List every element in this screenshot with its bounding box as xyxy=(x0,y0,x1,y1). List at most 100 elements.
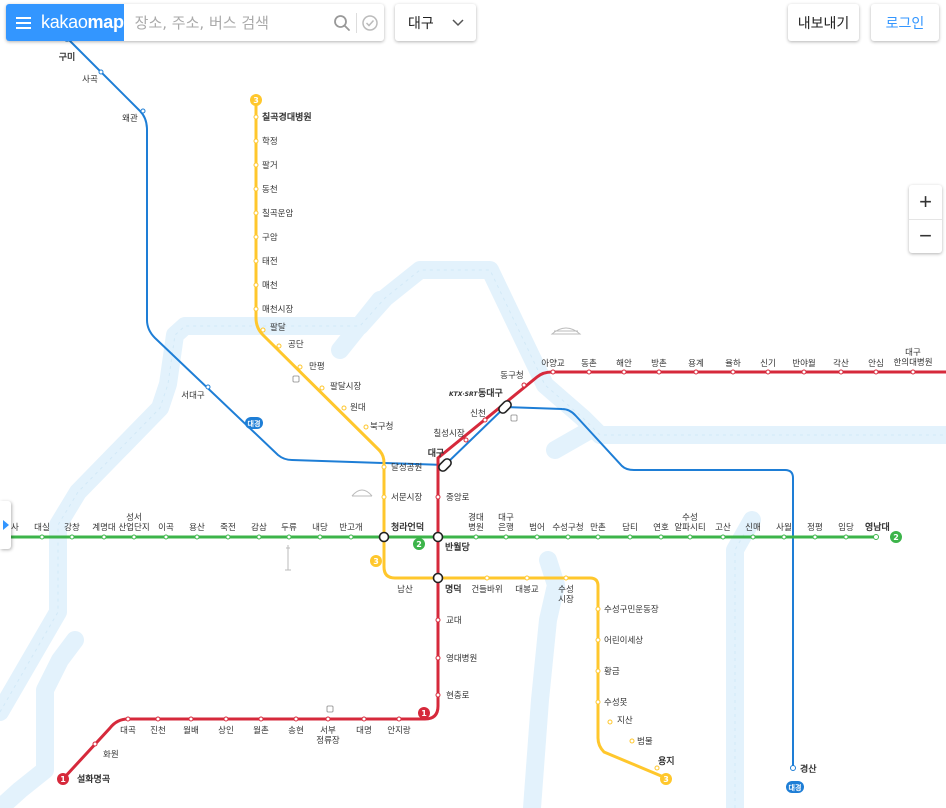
station-dot-hakjeong[interactable] xyxy=(253,138,259,144)
station-dot-yeungnam[interactable] xyxy=(873,534,879,540)
station-dot-gongdan[interactable] xyxy=(276,343,282,349)
station-label-dongchon[interactable]: 동촌 xyxy=(581,359,597,369)
station-label-banwoldang[interactable]: 반월당 xyxy=(445,541,471,553)
station-label-gumi[interactable]: 구미 xyxy=(59,51,76,63)
station-dot-duryu[interactable] xyxy=(286,534,292,540)
side-panel-toggle[interactable] xyxy=(0,501,11,549)
station-dot-gamsam[interactable] xyxy=(256,534,262,540)
kakaomap-logo[interactable]: kakaomap xyxy=(41,12,124,33)
station-dot-jukjeon[interactable] xyxy=(225,534,231,540)
station-label-guam[interactable]: 구암 xyxy=(262,232,278,243)
station-dot-gyeongsan[interactable] xyxy=(790,765,796,771)
transfer-station-myeongdeok[interactable] xyxy=(432,572,444,584)
station-dot-ayanggyo[interactable] xyxy=(550,369,556,375)
station-dot-yonggye[interactable] xyxy=(693,369,699,375)
station-dot-jeongpyeong[interactable] xyxy=(812,534,818,540)
station-dot-igok[interactable] xyxy=(163,534,169,540)
station-label-yeongdaehospital[interactable]: 영대병원 xyxy=(446,653,477,664)
station-dot-wondae[interactable] xyxy=(341,405,347,411)
station-label-paldalsijang[interactable]: 팔달시장 xyxy=(330,381,361,392)
station-dot-daeguBank[interactable] xyxy=(503,534,509,540)
station-label-gyemyung[interactable]: 계명대 xyxy=(92,522,115,533)
login-button[interactable]: 로그인 xyxy=(871,4,939,41)
station-label-seolhwa[interactable]: 설화명곡 xyxy=(77,773,110,785)
station-label-dalseong[interactable]: 달성공원 xyxy=(391,462,422,473)
station-label-hwawon[interactable]: 화원 xyxy=(103,750,119,760)
station-label-naedang[interactable]: 내당 xyxy=(312,522,328,533)
station-label-bangogae[interactable]: 반고개 xyxy=(339,522,362,533)
station-label-myeongdeok[interactable]: 명덕 xyxy=(445,583,462,595)
station-dot-seobu[interactable] xyxy=(325,716,331,722)
station-label-seomun[interactable]: 서문시장 xyxy=(391,492,422,503)
station-dot-jungangno[interactable] xyxy=(435,494,441,500)
station-label-sangin[interactable]: 상인 xyxy=(218,725,234,736)
station-label-gyeongsan[interactable]: 경산 xyxy=(800,763,817,775)
station-dot-sagok[interactable] xyxy=(98,69,104,75)
station-dot-singi[interactable] xyxy=(765,369,771,375)
station-label-hakjeong[interactable]: 학정 xyxy=(262,136,278,147)
station-label-maecheon[interactable]: 매천 xyxy=(262,280,278,291)
station-dot-seomun[interactable] xyxy=(381,494,387,500)
station-label-jincheon[interactable]: 진천 xyxy=(150,725,166,736)
station-dot-beommul[interactable] xyxy=(629,738,635,744)
station-dot-yulha[interactable] xyxy=(730,369,736,375)
station-dot-daemyeong[interactable] xyxy=(361,716,367,722)
station-dot-beomeo[interactable] xyxy=(534,534,540,540)
station-dot-gosan[interactable] xyxy=(720,534,726,540)
transfer-station-cheongna[interactable] xyxy=(378,531,390,543)
station-label-wondae[interactable]: 원대 xyxy=(350,403,366,413)
station-dot-hwanggeum[interactable] xyxy=(595,668,601,674)
station-dot-imdang[interactable] xyxy=(843,534,849,540)
zoom-in-button[interactable]: + xyxy=(919,188,932,214)
station-label-beommul[interactable]: 범물 xyxy=(637,736,653,747)
station-dot-childrenhall[interactable] xyxy=(595,637,601,643)
station-label-yeungnam[interactable]: 영남대 xyxy=(865,521,890,533)
transfer-station-daegu[interactable] xyxy=(437,457,453,473)
menu-icon[interactable] xyxy=(16,16,31,29)
station-dot-jincheon[interactable] xyxy=(155,716,161,722)
station-label-gongdan[interactable]: 공단 xyxy=(288,339,304,350)
station-label-manchon[interactable]: 만촌 xyxy=(590,523,606,533)
station-label-songhyeon[interactable]: 송현 xyxy=(288,726,304,736)
station-label-daegu[interactable]: 대구 xyxy=(428,447,445,459)
station-label-shincheon[interactable]: 신천 xyxy=(470,408,486,419)
station-dot-dongchon[interactable] xyxy=(586,369,592,375)
station-dot-dongcheon[interactable] xyxy=(253,186,259,192)
station-label-munyang[interactable]: 사 xyxy=(11,523,19,533)
station-dot-chilseong[interactable] xyxy=(463,437,469,443)
station-label-yongsan[interactable]: 용산 xyxy=(189,522,205,533)
station-dot-yeonho[interactable] xyxy=(658,534,664,540)
station-label-gangchang[interactable]: 강창 xyxy=(64,522,80,533)
station-label-bukgucheong[interactable]: 북구청 xyxy=(370,422,393,432)
station-label-namsan[interactable]: 남산 xyxy=(397,584,413,595)
station-label-gamsam[interactable]: 감삼 xyxy=(251,522,267,533)
station-dot-manpyeong[interactable] xyxy=(297,364,303,370)
station-label-yonggye[interactable]: 용계 xyxy=(688,358,704,369)
station-label-cheongna[interactable]: 청라언덕 xyxy=(391,521,424,533)
station-dot-anjirang[interactable] xyxy=(396,716,402,722)
station-dot-paldal[interactable] xyxy=(260,327,266,333)
station-dot-daebonggyo[interactable] xyxy=(524,575,530,581)
station-label-gyodae[interactable]: 교대 xyxy=(446,616,462,626)
transfer-station-banwoldang[interactable] xyxy=(432,531,444,543)
station-dot-bukgucheong[interactable] xyxy=(363,424,369,430)
station-dot-banyawol[interactable] xyxy=(801,369,807,375)
station-dot-chilgok[interactable] xyxy=(253,114,259,120)
station-label-jukjeon[interactable]: 죽전 xyxy=(220,522,236,533)
station-label-imdang[interactable]: 임당 xyxy=(838,522,854,533)
station-dot-palgeo[interactable] xyxy=(253,162,259,168)
station-label-waegwan[interactable]: 왜관 xyxy=(122,113,138,124)
station-dot-manchon[interactable] xyxy=(595,534,601,540)
export-button[interactable]: 내보내기 xyxy=(788,4,859,41)
station-label-jisan[interactable]: 지산 xyxy=(617,715,633,726)
station-dot-waegwan[interactable] xyxy=(140,108,146,114)
station-dot-chilgokunam[interactable] xyxy=(253,210,259,216)
station-dot-sawol[interactable] xyxy=(781,534,787,540)
station-label-taejeon[interactable]: 태전 xyxy=(262,256,278,267)
station-label-jungangno[interactable]: 중앙로 xyxy=(446,492,470,503)
station-label-chilseong[interactable]: 칠성시장 xyxy=(433,428,464,439)
